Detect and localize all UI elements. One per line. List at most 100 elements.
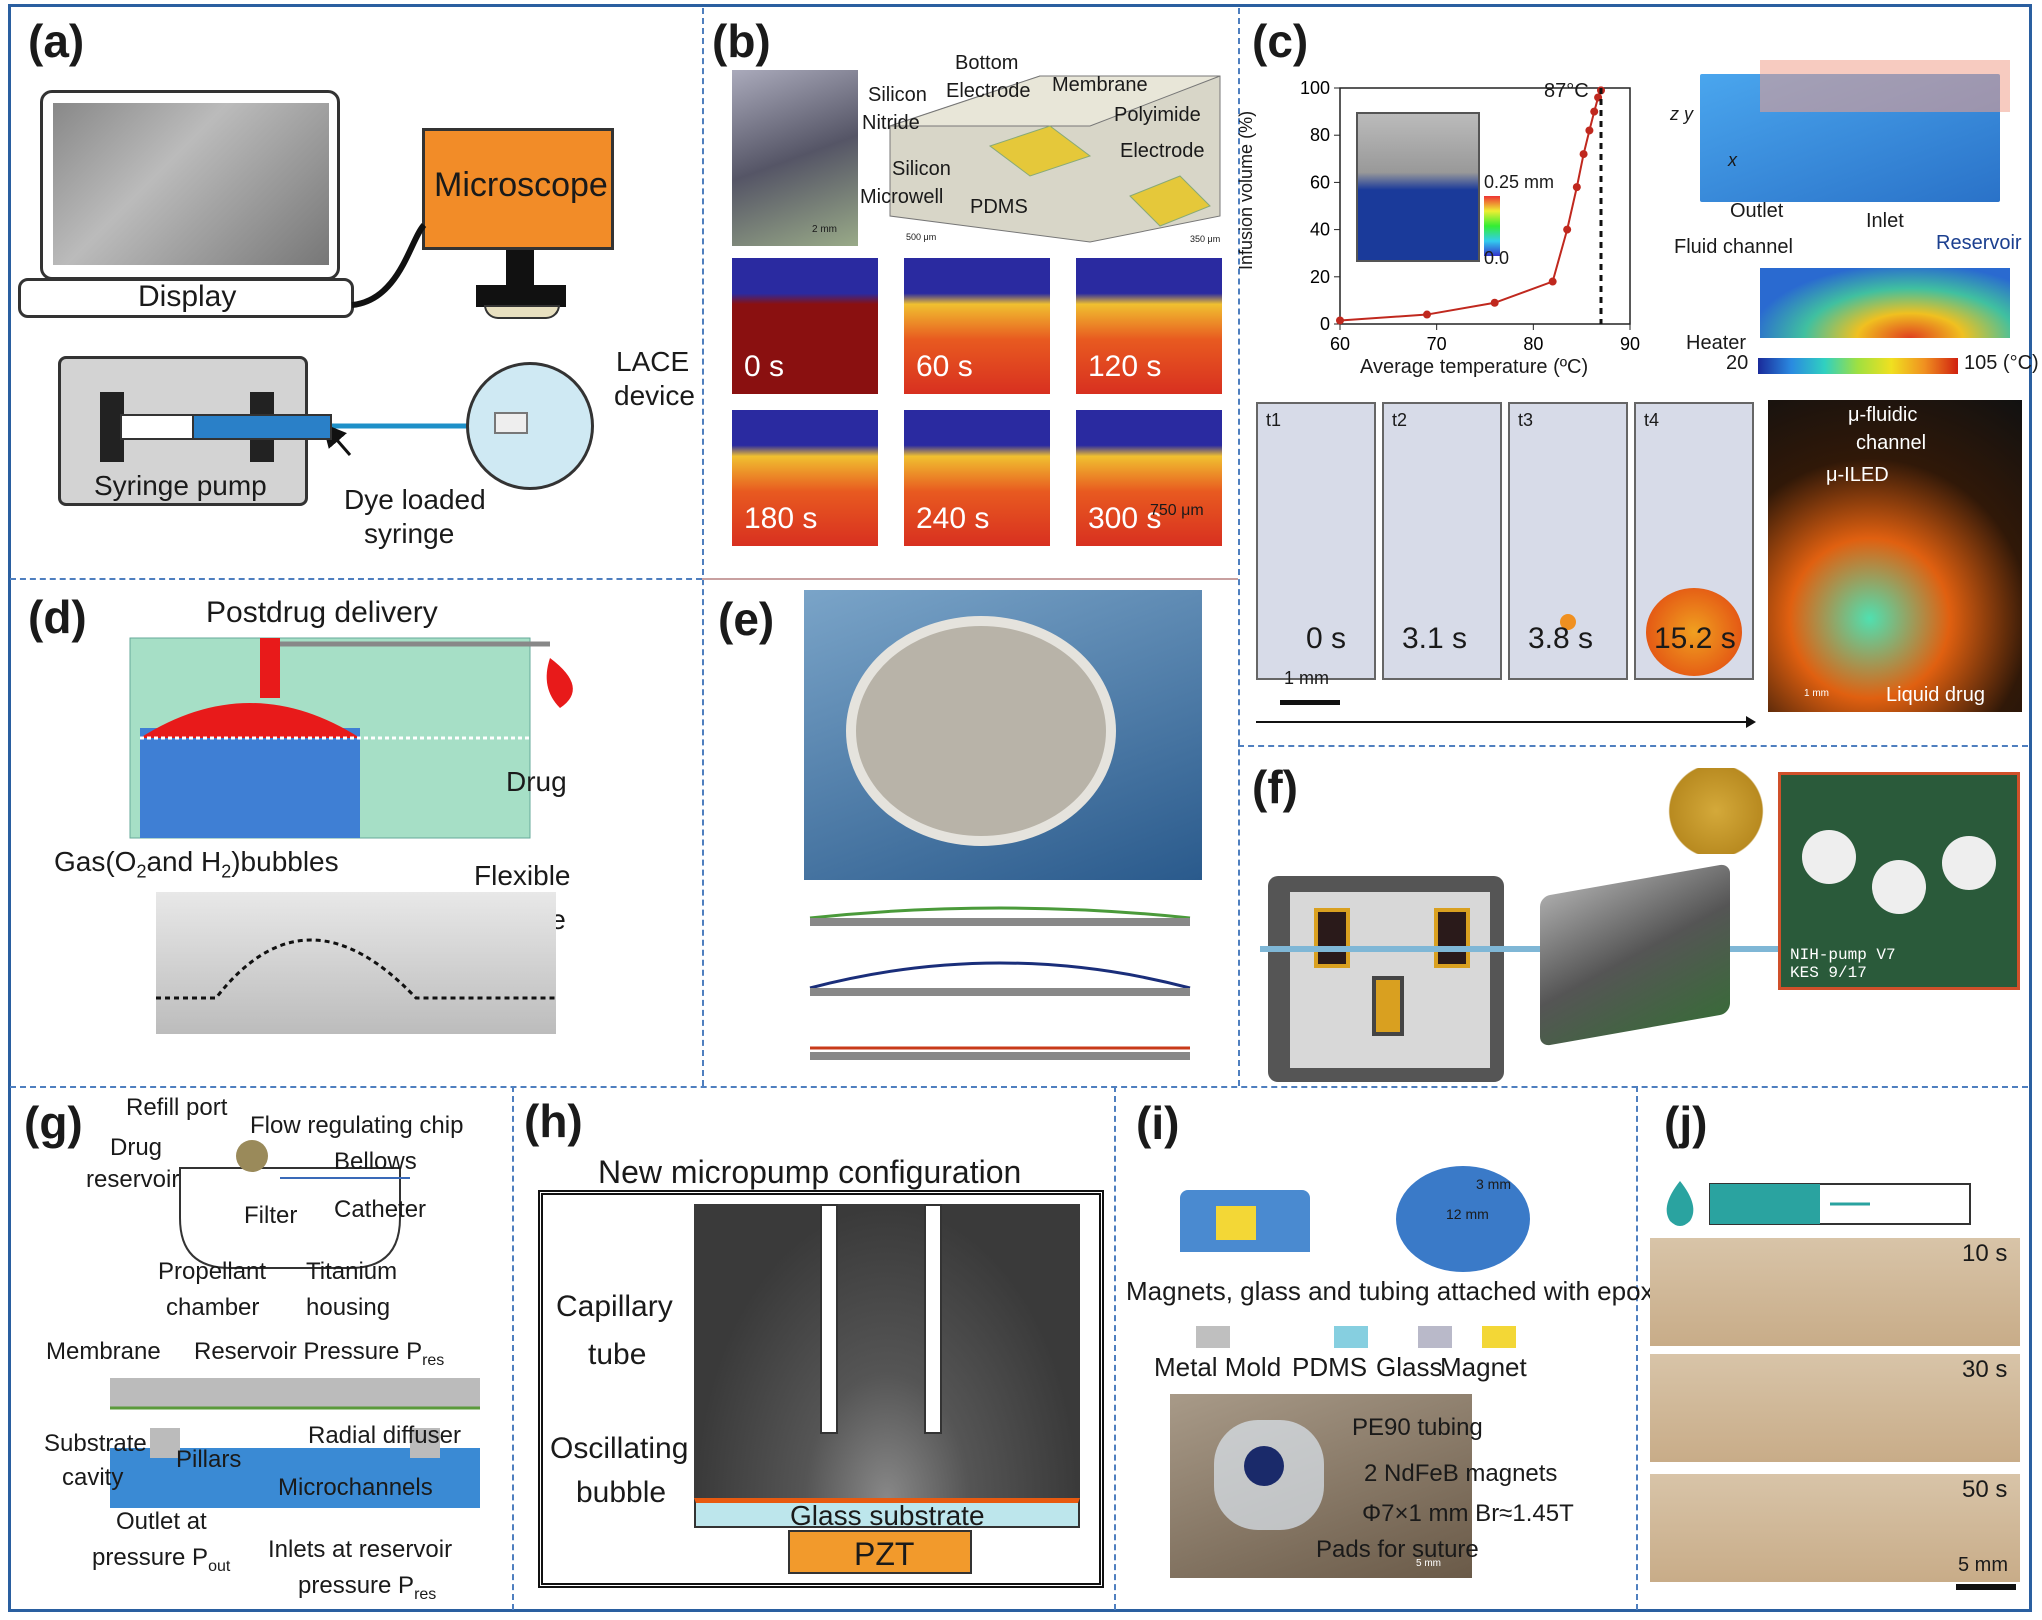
frame-time: 10 s — [1962, 1240, 2008, 1267]
device-schematic — [129, 637, 573, 839]
display-base — [18, 278, 354, 318]
data-point — [1423, 310, 1431, 319]
data-point — [1585, 126, 1594, 135]
label-pressure-pres: pressure Pres — [298, 1572, 437, 1603]
label-drug: Drug — [110, 1134, 163, 1161]
y-tick-label: 80 — [1310, 125, 1330, 145]
time-frame — [1508, 402, 1628, 680]
microscope-box — [422, 128, 614, 250]
data-point — [1490, 298, 1499, 307]
chip-reservoir — [1942, 836, 1996, 890]
heater-region — [1760, 60, 2010, 112]
label-filter: Filter — [244, 1202, 298, 1229]
scale-max: 105 (°C) — [1964, 352, 2039, 374]
legend-swatch — [1482, 1326, 1516, 1348]
tissue-frame — [1650, 1474, 2020, 1582]
scale-bar-label: 750 μm — [1150, 502, 1204, 519]
panel-label: (a) — [28, 15, 85, 67]
microscope-label: Microscope — [434, 166, 608, 204]
scale-bar — [1956, 1584, 2016, 1590]
label-cavity: cavity — [62, 1464, 124, 1491]
device-schematic — [889, 75, 1221, 243]
label-mu-fluidic: μ-fluidic — [1848, 404, 1918, 426]
divider — [10, 578, 702, 580]
colorbar-max: 0.25 mm — [1484, 172, 1555, 192]
panel-label: (d) — [28, 591, 87, 643]
panel-label: (h) — [524, 1095, 583, 1147]
sim-frame — [904, 410, 1050, 546]
pump-cell — [1372, 976, 1404, 1036]
lace-label-1: LACE — [616, 346, 690, 377]
divider — [702, 8, 704, 1086]
tissue-frame — [1650, 1354, 2020, 1462]
frame-time: 30 s — [1962, 1356, 2008, 1383]
label-catheter: Catheter — [334, 1196, 427, 1223]
label-bellows: Bellows — [334, 1148, 417, 1175]
legend-swatch — [1334, 1326, 1368, 1348]
disc-pump — [846, 616, 1116, 846]
panel-label: (j) — [1664, 1097, 1708, 1149]
sim-frame — [904, 258, 1050, 394]
label-electrode: Electrode — [946, 80, 1031, 102]
label-mu-iled: μ-ILED — [1826, 464, 1889, 486]
axis-x: x — [1728, 150, 1737, 170]
scale-bar-label: 2 mm — [812, 224, 837, 235]
syringe-barrel — [192, 414, 332, 440]
pump-schematic — [179, 1140, 410, 1269]
sim-time-label: 300 s — [1088, 502, 1162, 535]
label-flexible: Flexible — [474, 860, 571, 891]
heat-map-cross-section — [1760, 268, 2010, 338]
tubing — [1260, 946, 1780, 952]
lace-device — [494, 412, 528, 434]
magnet-view — [1244, 1446, 1284, 1486]
panel-label: (f) — [1252, 761, 1298, 813]
sim-frame — [1076, 258, 1222, 394]
label-pzt: PZT — [854, 1536, 915, 1572]
label-tube: tube — [588, 1338, 647, 1371]
x-tick-label: 70 — [1427, 334, 1447, 354]
label-titanium: Titanium — [306, 1258, 398, 1285]
label-fluid-channel: Fluid channel — [1674, 236, 1793, 258]
chip-reservoir — [1802, 830, 1856, 884]
sim-time-label: 180 s — [744, 502, 818, 535]
chip-text: KES 9/17 — [1790, 964, 1867, 982]
label-chamber: chamber — [166, 1294, 260, 1321]
peak-annotation: 87°C — [1544, 80, 1589, 102]
frame-time: 3.8 s — [1528, 622, 1594, 655]
drug-drop — [1560, 614, 1576, 630]
sim-frame — [732, 410, 878, 546]
legend-label: Metal Mold — [1154, 1352, 1282, 1382]
dye-label-1: Dye loaded — [344, 484, 486, 515]
y-tick-label: 100 — [1300, 78, 1330, 98]
temperature-colorbar — [1758, 358, 1958, 374]
panel-label: (b) — [712, 15, 771, 67]
syringe-pump-label: Syringe pump — [94, 470, 267, 501]
lace-device-circle — [466, 362, 594, 490]
label-electrode-2: Electrode — [1120, 140, 1205, 162]
label-refill-port: Refill port — [126, 1094, 228, 1121]
y-tick-label: 60 — [1310, 172, 1330, 192]
label-gas-bubbles: Gas(O2and H2)bubbles — [54, 846, 339, 882]
label-reservoir: Reservoir — [1936, 232, 2022, 254]
divider — [1238, 8, 1240, 1086]
colorbar-min: 0.0 — [1484, 248, 1510, 268]
sim-frame — [732, 258, 878, 394]
frame-time: 0 s — [1306, 622, 1347, 655]
syringe-plunger — [120, 414, 200, 440]
divider — [512, 1086, 514, 1610]
legend-swatch — [1196, 1326, 1230, 1348]
scale-min: 20 — [1726, 352, 1749, 374]
plot-area — [1339, 87, 1631, 325]
microscope-stand — [506, 250, 534, 290]
scale-bar-label: 350 μm — [1190, 234, 1221, 244]
lace-label-2: device — [614, 380, 695, 411]
x-axis-label: Average temperature (ºC) — [1360, 356, 1589, 378]
inset-image — [1356, 112, 1480, 262]
title: New micropump configuration — [598, 1154, 1022, 1190]
device-photo — [1768, 400, 2022, 712]
title: Postdrug delivery — [206, 596, 438, 629]
legend-label: Magnet — [1440, 1352, 1527, 1382]
label-reservoir-pressure: Reservoir Pressure Pres — [194, 1338, 445, 1369]
frame-time: 3.1 s — [1402, 622, 1468, 655]
